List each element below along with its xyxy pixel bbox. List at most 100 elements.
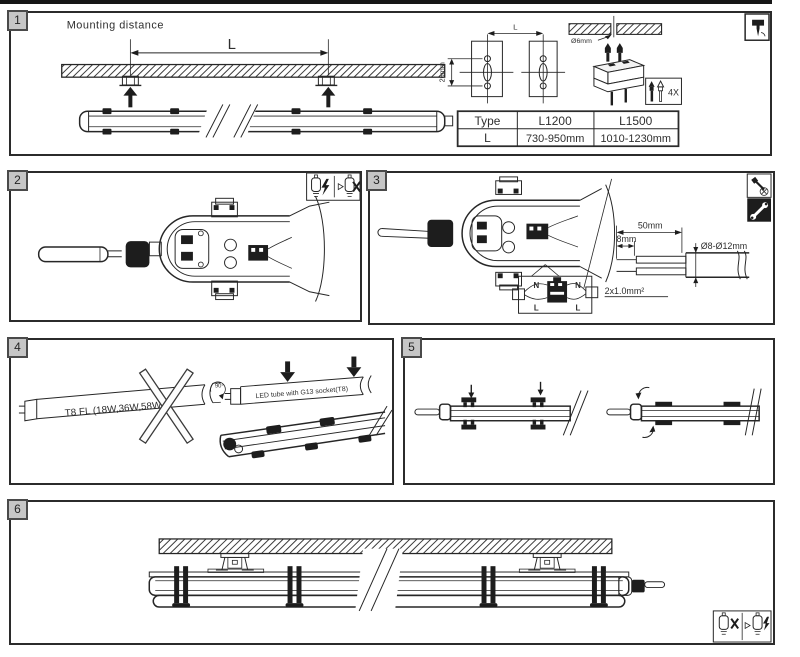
cable-gland-nut: [125, 241, 150, 268]
cross-out-icon: [352, 181, 360, 193]
panel1-drawing: Mounting distance L: [61, 13, 770, 148]
panel3-wiring: N N L L 50mm 8mm: [368, 171, 775, 325]
wrench-icon: [747, 198, 772, 222]
bracket-l-label: L: [513, 23, 518, 32]
panel3-drawing: N N L L 50mm 8mm: [377, 173, 772, 314]
arrow-right-icon: [337, 183, 344, 191]
panel1-number-badge: 1: [7, 10, 28, 31]
rotate-90-icon: 90°: [210, 381, 226, 400]
panel6-drawing: [148, 538, 772, 643]
break-gap: [197, 104, 258, 139]
drill-icon: [744, 13, 770, 41]
ceiling-bracket-right: [528, 553, 567, 571]
terminal-callout: N N L L: [512, 264, 599, 314]
break-marks: [744, 388, 762, 436]
bracket-3d-view: [592, 59, 646, 106]
tube-clips: [172, 566, 608, 608]
terminal-l-right: L: [576, 303, 581, 312]
panel4-drawing: T8 FL (18W,36W,58W) 90° LED tube with G1…: [18, 356, 392, 459]
ceiling-bracket-left: [119, 75, 142, 87]
cable-strip-dimensions: 50mm 8mm Ø8-Ø12mm 2x1.0mm²: [604, 221, 750, 298]
panel2-drawing: [37, 173, 360, 302]
bracket-spacing-label: 26mm: [438, 62, 447, 82]
tube-clips: [102, 108, 373, 135]
panel5-clip-locking: [403, 338, 775, 485]
ceiling-hatch: [61, 63, 446, 78]
type-table: Type L1200 L1500 L 730-950mm 1010-1230mm: [456, 110, 680, 148]
dim-l-label: L: [228, 37, 236, 53]
panel6-number-badge: 6: [7, 499, 28, 520]
terminal-block: [526, 223, 549, 240]
supply-cable: [37, 246, 122, 263]
drill-hole-detail: Ø6mm: [568, 15, 663, 45]
table-header-l1200: L1200: [539, 114, 573, 128]
panel4-tube-type: T8 FL (18W,36W,58W) 90° LED tube with G1…: [9, 338, 394, 485]
screw-quantity-box: 4X: [645, 77, 682, 105]
cable-stub: [644, 581, 666, 589]
tube-rotate-view: [606, 386, 762, 438]
fixing-clip-bottom: [211, 280, 238, 301]
panel2-number-badge: 2: [7, 170, 28, 191]
svg-text:90°: 90°: [215, 384, 224, 390]
lightning-icon: [321, 178, 330, 196]
panel2-cable-gland: [9, 171, 362, 322]
terminal-block: [248, 245, 269, 261]
table-header-type: Type: [475, 114, 501, 128]
cross-out-icon: [730, 618, 739, 629]
led-tube: LED tube with G13 socket(T8): [224, 375, 372, 405]
strip-length-label: 50mm: [638, 221, 663, 231]
strip-end-label: 8mm: [617, 234, 637, 244]
panel4-number-badge: 4: [7, 337, 28, 358]
disconnect-power-before-install-icon: [306, 173, 360, 201]
table-value-l1500: 1010-1230mm: [600, 133, 671, 145]
lift-arrows: [123, 86, 336, 108]
luminaire-body: [219, 405, 392, 459]
panel5-number-badge: 5: [401, 337, 422, 358]
break-gap: [355, 548, 403, 611]
terminal-n-left: N: [533, 281, 539, 290]
cable-dia-label: Ø8-Ø12mm: [701, 241, 748, 251]
inserted-cable: [377, 228, 430, 239]
panel1-mounting-distance: Mounting distance L: [9, 11, 772, 156]
table-value-l1200: 730-950mm: [526, 133, 584, 145]
led-tube-label: LED tube with G13 socket(T8): [255, 386, 348, 400]
arrow-right-icon: [744, 621, 751, 630]
screw-qty-label: 4X: [668, 88, 679, 98]
mounting-dimension: L: [129, 37, 329, 76]
panel6-final-assembly: [9, 500, 775, 645]
lightning-icon: [763, 616, 770, 631]
forbidden-tube-label: T8 FL (18W,36W,58W): [64, 400, 165, 419]
press-arrows: [468, 381, 544, 399]
bracket-plate-detail: L 26mm: [438, 23, 566, 104]
fixing-clip-top: [211, 197, 238, 218]
luminaire-end-view: [461, 176, 615, 291]
panel5-drawing: [414, 381, 762, 438]
mounted-luminaire: [148, 548, 666, 612]
luminaire-end-view: [148, 196, 330, 302]
fixing-clip-top: [495, 176, 522, 195]
ceiling-bracket-left: [215, 553, 254, 571]
insert-arrows: [280, 356, 362, 382]
terminal-l-left: L: [534, 303, 539, 312]
wire-spec-label: 2x1.0mm²: [605, 286, 645, 296]
cross-out-x: [138, 368, 194, 444]
table-row-l: L: [484, 131, 491, 145]
clips-engaged: [461, 397, 546, 430]
terminal-n-right: N: [575, 281, 581, 290]
power-on-after-install-icon: [712, 610, 772, 643]
clips-flat: [655, 401, 741, 426]
ceiling-bracket-right: [315, 75, 338, 87]
fixing-clip-bottom: [495, 271, 522, 291]
anchor-screws: [604, 43, 623, 62]
no-screwdriver-icon: [746, 173, 772, 198]
top-rule: [0, 0, 772, 4]
table-header-l1500: L1500: [619, 114, 653, 128]
rotate-arrows: [635, 386, 656, 438]
tube-press-view: [414, 381, 589, 436]
cable-gland-nut: [427, 219, 454, 248]
cable-gland-nut: [631, 579, 645, 593]
panel1-title: Mounting distance: [67, 20, 164, 32]
panel3-number-badge: 3: [366, 170, 387, 191]
luminaire-side-view: [78, 104, 454, 139]
